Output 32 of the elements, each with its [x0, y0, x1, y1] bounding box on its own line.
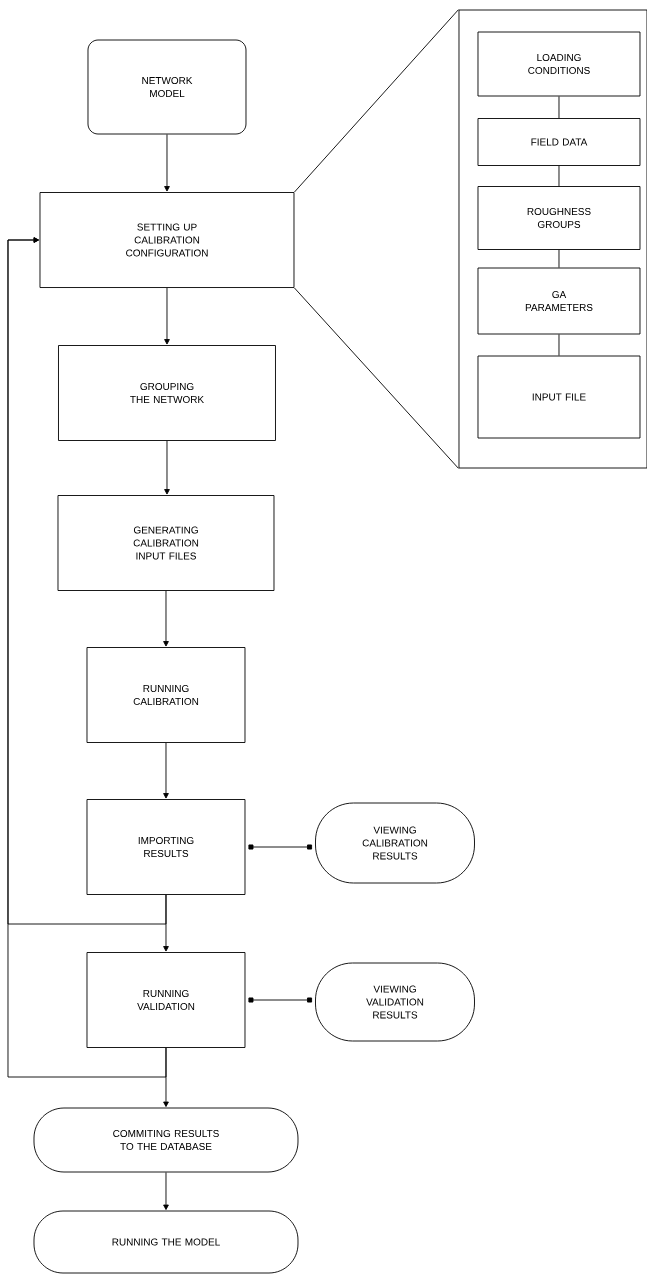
arrow	[163, 1172, 169, 1210]
terminal-box: COMMITING RESULTS TO THE DATABASE	[33, 1107, 299, 1173]
zoom-line	[294, 9, 459, 193]
feedback-arrow	[7, 237, 167, 1078]
detail-panel	[458, 9, 647, 469]
panel-item-box: LOADING CONDITIONS	[477, 31, 641, 97]
arrow	[164, 440, 170, 495]
arrow	[164, 134, 170, 192]
connector-line	[558, 165, 560, 187]
panel-item-box: FIELD DATA	[477, 118, 641, 166]
process-box: GROUPING THE NETWORK	[58, 345, 276, 441]
connector-line	[248, 997, 313, 1003]
terminal-box: RUNNING THE MODEL	[33, 1210, 299, 1274]
panel-item-box: ROUGHNESS GROUPS	[477, 186, 641, 250]
panel-item-box: GA PARAMETERS	[477, 267, 641, 335]
process-box: IMPORTING RESULTS	[86, 799, 246, 895]
arrow	[163, 590, 169, 647]
process-box: RUNNING VALIDATION	[86, 952, 246, 1048]
connector-line	[248, 844, 313, 850]
connector-line	[558, 249, 560, 268]
process-box: RUNNING CALIBRATION	[86, 647, 246, 743]
process-box: SETTING UP CALIBRATION CONFIGURATION	[39, 192, 295, 288]
connector-line	[558, 334, 560, 356]
panel-item-box: INPUT FILE	[477, 355, 641, 439]
zoom-line	[294, 287, 459, 469]
start-box: NETWORK MODEL	[87, 39, 247, 135]
connector-line	[558, 96, 560, 119]
terminal-box: VIEWING CALIBRATION RESULTS	[315, 802, 475, 884]
process-box: GENERATING CALIBRATION INPUT FILES	[57, 495, 275, 591]
arrow	[164, 287, 170, 345]
terminal-box: VIEWING VALIDATION RESULTS	[315, 962, 475, 1042]
arrow	[163, 742, 169, 799]
